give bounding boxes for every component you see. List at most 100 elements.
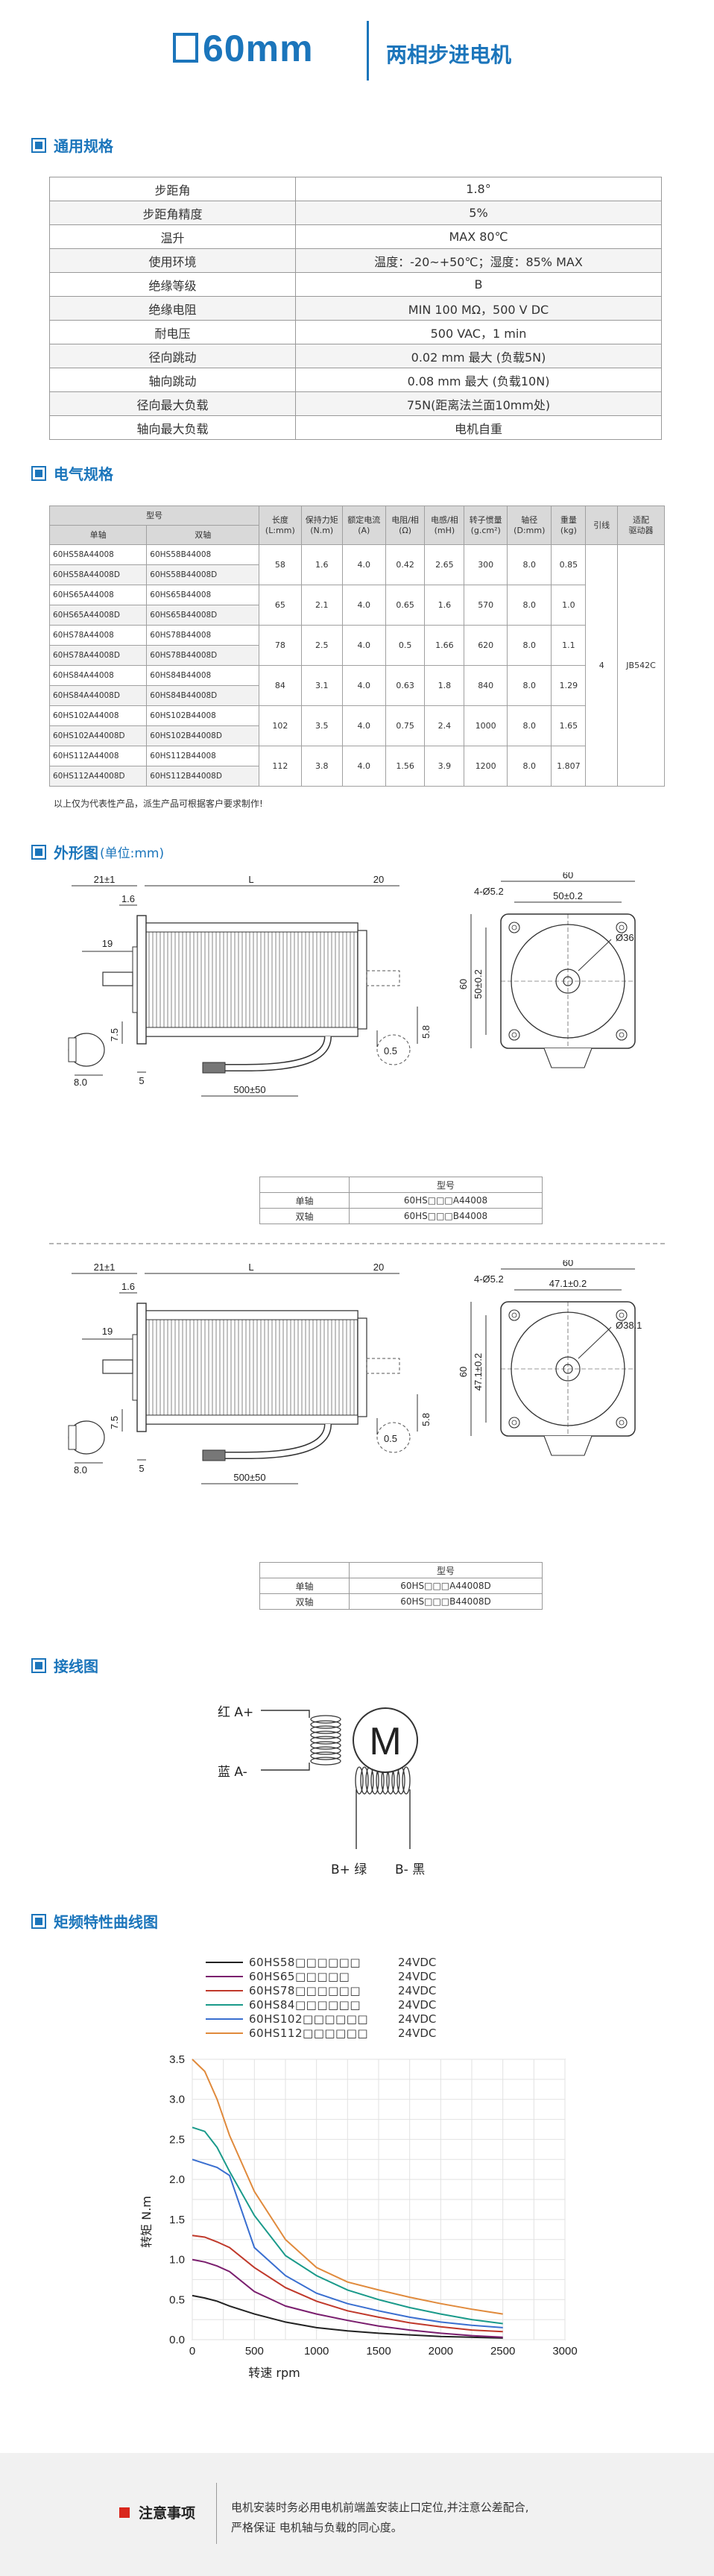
value-weight: 1.65: [551, 705, 587, 746]
legend-voltage: 24VDC: [398, 1997, 437, 2012]
value-current: 4.0: [341, 705, 386, 746]
header-inertia: 转子惯量 (g.cm²): [464, 506, 508, 545]
y-tick-label: 1.0: [169, 2254, 185, 2267]
notice-text: 电机安装时务必用电机前端盖安装止口定位,并注意公差配合, 严格保证 电机轴与负载…: [231, 2498, 529, 2538]
y-axis-label: 转矩 N.m: [139, 2196, 154, 2248]
square-symbol-icon: [173, 33, 198, 63]
value-inductance: 1.66: [424, 625, 465, 666]
value-inductance: 2.4: [424, 705, 465, 746]
section-title: 电气规格: [54, 465, 113, 483]
spec-value: MIN 100 MΩ，500 V DC: [295, 296, 662, 321]
model-dual: 60HS65B44008: [146, 585, 260, 605]
section-electrical-specs: 电气规格: [31, 462, 113, 484]
dimension-label: 20: [373, 874, 384, 885]
model-dual: 60HS58B44008: [146, 544, 260, 565]
header-length: 长度 (L:mm): [259, 506, 302, 545]
model-type: 单轴: [259, 1192, 350, 1209]
model-dual: 60HS84B44008: [146, 665, 260, 686]
spec-label: 使用环境: [49, 248, 296, 273]
front-flange: [136, 1303, 147, 1432]
value-resistance: 0.5: [385, 625, 426, 666]
value-torque: 3.5: [300, 705, 343, 746]
section-title: 矩频特性曲线图: [54, 1913, 158, 1931]
model-single: 60HS84A44008: [48, 665, 148, 686]
section-outline: 外形图 (单位:mm): [31, 841, 164, 863]
legend-name: 60HS112□□□□□□: [249, 2026, 369, 2040]
value-length: 65: [259, 585, 302, 626]
motor-symbol: M: [369, 1720, 401, 1763]
rear-shaft-dashed: [366, 1358, 400, 1374]
dimension-label: 8.0: [74, 1077, 87, 1088]
x-tick-label: 1500: [366, 2345, 391, 2358]
value-weight: 1.0: [551, 585, 587, 626]
dimension-label: L: [248, 874, 253, 885]
cable-inner: [224, 1036, 331, 1071]
value-inertia: 620: [464, 625, 508, 666]
dimension-label: L: [248, 1262, 253, 1273]
value-inertia: 840: [464, 665, 508, 706]
wire-label-red: 红 A+: [218, 1705, 254, 1720]
legend-name: 60HS65□□□□□: [249, 1969, 350, 1983]
spec-label: 径向最大负载: [49, 391, 296, 416]
dimension-label: 50±0.2: [473, 969, 484, 999]
flange-boss: [132, 1334, 138, 1401]
motor-bottom-band: [144, 1414, 358, 1425]
value-resistance: 0.75: [385, 705, 426, 746]
electrical-spec-table: 型号长度 (L:mm)保持力矩 (N.m)额定电流 (A)电阻/相 (Ω)电感/…: [48, 506, 665, 787]
coil-loop: [310, 1731, 341, 1739]
legend-item: 60HS58□□□□□□24VDC: [206, 1955, 436, 1969]
motor-top-band: [144, 1310, 358, 1320]
dimension-label: 1.6: [121, 1281, 135, 1292]
notice-title-text: 注意事项: [139, 2505, 196, 2522]
legend-name: 60HS78□□□□□□: [249, 1983, 361, 1997]
spec-value: 温度：-20~+50℃；湿度：85% MAX: [295, 248, 662, 273]
motor-type-title: 两相步进电机: [386, 42, 512, 67]
value-length: 84: [259, 665, 302, 706]
model-type: 双轴: [259, 1208, 350, 1224]
cable-exit: [543, 1435, 593, 1456]
shaft-flat: [68, 1037, 77, 1062]
value-torque: 3.1: [300, 665, 343, 706]
model-blank-cell: [259, 1562, 350, 1578]
legend-swatch: [206, 2032, 243, 2034]
dimension-label: 21±1: [94, 1262, 116, 1273]
cable-exit: [543, 1048, 593, 1068]
legend-swatch: [206, 2018, 243, 2020]
value-weight: 1.29: [551, 665, 587, 706]
notice-line: 严格保证 电机轴与负载的同心度。: [231, 2521, 402, 2534]
leader-line: [578, 1326, 612, 1359]
y-tick-label: 0.0: [169, 2334, 185, 2346]
cable: [224, 1036, 332, 1071]
wire-label-green: B+ 绿: [331, 1862, 367, 1877]
dimension-label: 1.6: [121, 893, 135, 904]
section-square-icon: [31, 465, 46, 481]
value-inductance: 2.65: [424, 544, 465, 585]
header-shaft: 轴径 (D:mm): [507, 506, 552, 545]
model-dual: 60HS112B44008: [146, 746, 260, 766]
page-header: 60mm 两相步进电机: [0, 0, 714, 113]
footer-notice: 注意事项 电机安装时务必用电机前端盖安装止口定位,并注意公差配合, 严格保证 电…: [0, 2453, 714, 2576]
section-general-specs: 通用规格: [31, 134, 113, 156]
coil-loop: [310, 1725, 341, 1734]
value-current: 4.0: [341, 544, 386, 585]
spec-value: B: [295, 272, 662, 297]
header-torque: 保持力矩 (N.m): [300, 506, 343, 545]
y-tick-label: 1.5: [169, 2214, 185, 2226]
coil-loop: [310, 1751, 341, 1760]
front-shaft: [102, 971, 133, 986]
motor-bottom-band: [144, 1027, 358, 1037]
value-resistance: 0.65: [385, 585, 426, 626]
legend-item: 60HS112□□□□□□24VDC: [206, 2026, 436, 2040]
value-inductance: 1.8: [424, 665, 465, 706]
